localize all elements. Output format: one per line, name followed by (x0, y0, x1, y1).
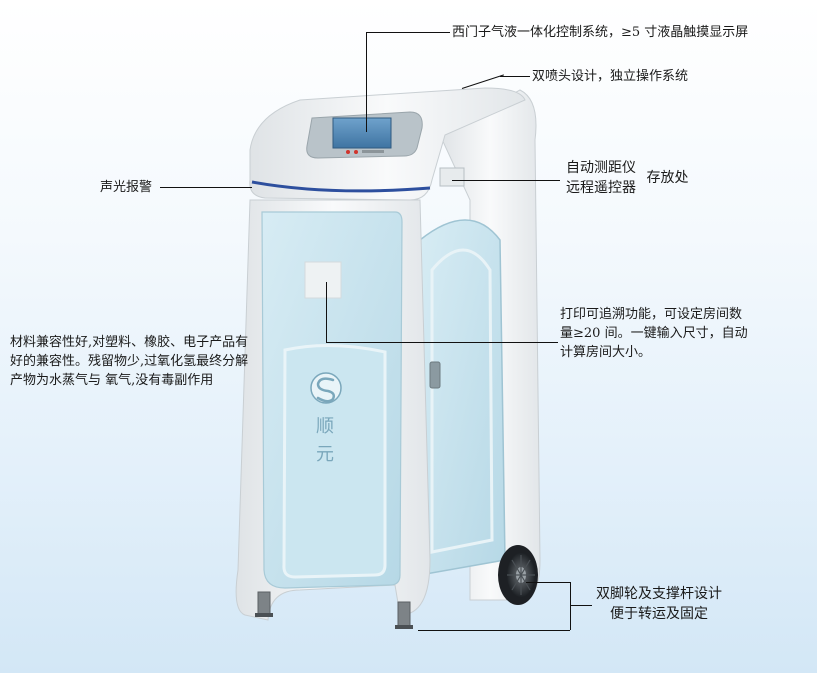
printer-slot (304, 261, 342, 299)
annotation-printing: 打印可追溯功能，可设定房间数量≥20 间。一键输入尺寸，自动计算房间大小。 (560, 307, 748, 360)
machine-feet (255, 591, 413, 629)
annotation-storage: 自动测距仪 远程遥控器 存放处 (566, 158, 688, 198)
annotation-material: 材料兼容性好,对塑料、橡胶、电子产品有好的兼容性。残留物少,过氧化氢最终分解产物… (10, 335, 249, 388)
lcd-screen (332, 117, 392, 149)
brand-logo-icon (310, 372, 342, 404)
leader-line-wheels-v (570, 582, 571, 630)
storage-slot (439, 167, 465, 187)
annotation-wheels: 双脚轮及支撑杆设计 便于转运及固定 (596, 584, 722, 624)
leader-line-control-v (366, 32, 367, 132)
annotation-wheels-line2: 便于转运及固定 (610, 606, 708, 622)
leader-line-storage (452, 180, 560, 181)
indicator-light-icon (354, 150, 358, 154)
leader-line-wheels-a (526, 582, 570, 583)
annotation-storage-line1: 自动测距仪 (566, 160, 636, 176)
leader-line-wheels-b (418, 630, 570, 631)
brand-char-1: 顺 (316, 416, 334, 437)
annotation-control-system: 西门子气液一体化控制系统，≥5 寸液晶触摸显示屏 (452, 25, 749, 40)
indicator-light-icon (346, 150, 350, 154)
leader-line-alarm (160, 187, 252, 188)
annotation-storage-suffix: 存放处 (646, 170, 689, 186)
leader-line-printing (326, 342, 558, 343)
leader-line-nozzle (500, 76, 530, 77)
leader-line-control (366, 32, 450, 33)
leader-line-wheels-out (570, 605, 592, 606)
wheel-icon (498, 545, 538, 605)
annotation-dual-nozzle: 双喷头设计，独立操作系统 (532, 69, 689, 84)
machine-control-head (249, 87, 526, 201)
machine-main-body (235, 199, 431, 621)
leader-line-printing-v (326, 282, 327, 342)
machine-side-door (419, 219, 506, 576)
annotation-alarm: 声光报警 (100, 180, 153, 195)
brand-char-2: 元 (316, 444, 334, 465)
door-handle (429, 361, 441, 389)
annotation-wheels-line1: 双脚轮及支撑杆设计 (596, 586, 722, 602)
annotation-storage-line2: 远程遥控器 (566, 180, 636, 196)
